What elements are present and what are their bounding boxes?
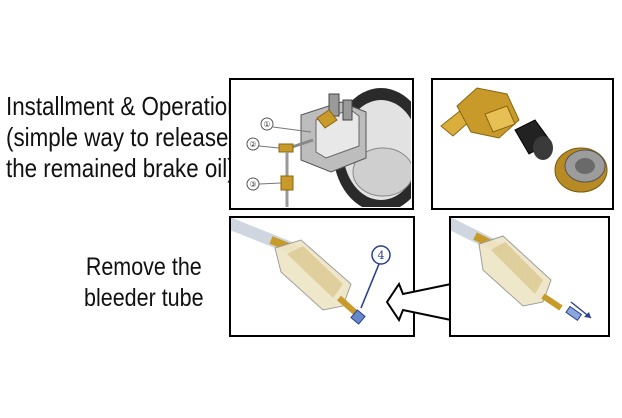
caliper-assembly-panel: ① ② ③ [229, 78, 414, 210]
callout-2-label: ② [249, 140, 256, 149]
bleeder-tube-attached-panel: 4 [229, 216, 415, 337]
bleeder-tube-removed-panel [449, 216, 610, 337]
fitting-parts-illustration [440, 87, 608, 193]
callout-1-label: ① [263, 120, 270, 129]
callout-4-label: 4 [378, 249, 385, 262]
fitting-parts-panel [431, 78, 614, 210]
bleeder-tube-removed-illustration [451, 218, 592, 321]
callout-3-label: ③ [249, 180, 256, 189]
caliper-illustration: ① ② ③ [246, 88, 411, 207]
installation-caption: Installment & Operation (simple way to r… [6, 91, 240, 183]
bleeder-tube-attached-illustration: 4 [231, 218, 391, 325]
removal-caption: Remove the bleeder tube [84, 253, 204, 312]
right-arrow-icon [385, 281, 452, 323]
